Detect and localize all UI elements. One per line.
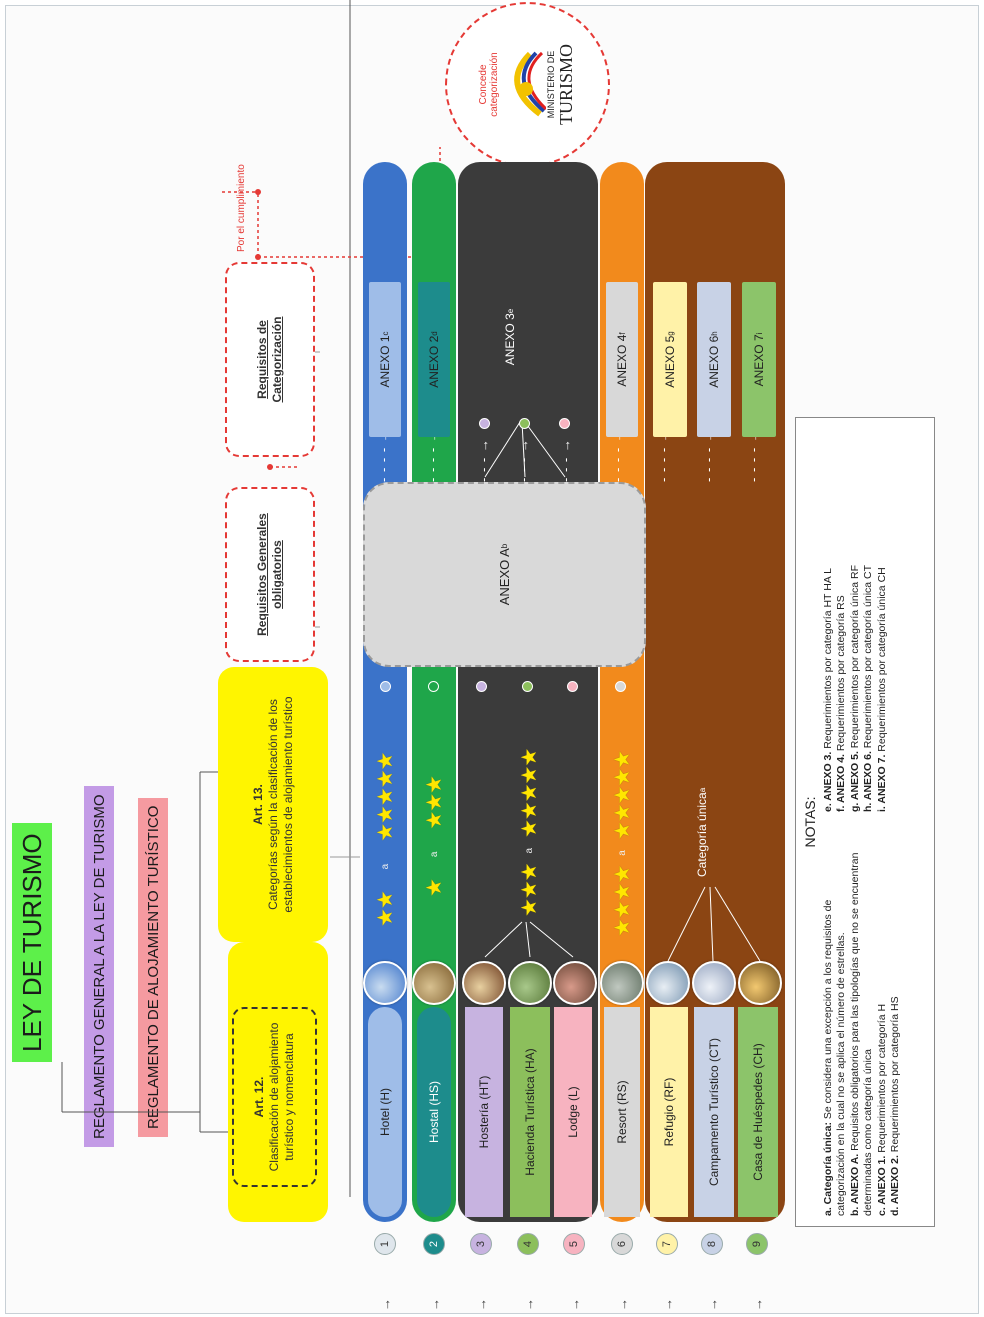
note-text: Requerimientos por categoría RS — [835, 595, 847, 755]
ministry-logo-icon — [514, 52, 546, 117]
note-text: Requerimientos por categoría H — [875, 1003, 888, 1156]
notes-title: NOTAS: — [802, 796, 818, 848]
note-item: e. ANEXO 3. Requerimientos por categoría… — [822, 428, 836, 812]
anexo-sup: f — [617, 332, 627, 335]
note-key: e. ANEXO 3. — [821, 751, 834, 812]
notes-column-left: a. Categoría única: Se considera una exc… — [822, 832, 903, 1216]
anexo-label: ANEXO 5 — [663, 335, 677, 388]
note-item: h. ANEXO 6. Requerimientos por categoría… — [862, 428, 876, 812]
note-text: Requerimientos por categoría HT HA L — [821, 568, 834, 752]
anexo-sup: d — [429, 331, 439, 336]
status-dot — [615, 681, 626, 692]
note-text: Requerimientos por categoría única CT — [862, 564, 874, 752]
note-key: b. ANEXO A. — [848, 1153, 861, 1216]
status-dot — [428, 681, 439, 692]
note-key: a. Categoría única: — [821, 1122, 834, 1216]
note-item: i. ANEXO 7. Requerimientos por categoría… — [876, 428, 890, 812]
anexo-sup: e — [505, 308, 515, 314]
anexo-label: ANEXO 7 — [752, 334, 766, 387]
note-key: c. ANEXO 1. — [875, 1155, 888, 1216]
note-key: g. ANEXO 5. — [848, 751, 861, 812]
anexo-a-sup: b — [500, 543, 509, 549]
anexo-label: ANEXO 4 — [615, 334, 629, 387]
note-item: a. Categoría única: Se considera una exc… — [822, 832, 849, 1216]
anexo-a-label: ANEXO A — [497, 548, 512, 606]
anexo-sup: h — [709, 331, 719, 336]
notes-box: NOTAS: a. Categoría única: Se considera … — [795, 417, 935, 1227]
branch-dot — [559, 418, 570, 429]
note-item: f. ANEXO 4. Requerimientos por categoría… — [835, 428, 849, 812]
arrow-right-icon: - - - → — [476, 438, 491, 482]
status-dot — [380, 681, 391, 692]
anexo-sup: g — [665, 331, 675, 336]
note-key: h. ANEXO 6. — [862, 751, 874, 812]
note-text: Requerimientos por categoría única CH — [875, 567, 888, 755]
anexo-label: ANEXO 6 — [707, 335, 721, 388]
status-dot — [476, 681, 487, 692]
note-item: g. ANEXO 5. Requerimientos por categoría… — [849, 428, 863, 812]
note-key: f. ANEXO 4. — [835, 754, 847, 812]
anexo-sup: c — [380, 331, 390, 336]
note-item: d. ANEXO 2. Requerimientos por categoría… — [889, 832, 903, 1216]
status-dot — [522, 681, 533, 692]
status-dot — [567, 681, 578, 692]
note-key: d. ANEXO 2. — [889, 1155, 901, 1216]
notes-column-right: e. ANEXO 3. Requerimientos por categoría… — [822, 428, 903, 812]
branch-dot — [479, 418, 490, 429]
note-item: b. ANEXO A. Requisitos obligatorios para… — [849, 832, 876, 1216]
arrow-right-icon: - - - → — [558, 438, 573, 482]
arrow-right-icon: - - - → — [516, 438, 531, 482]
note-item: c. ANEXO 1. Requerimientos por categoría… — [876, 832, 890, 1216]
anexo-label: ANEXO 3 — [503, 313, 517, 366]
note-text: Requerimientos por categoría única RF — [848, 564, 861, 752]
note-key: i. ANEXO 7. — [875, 754, 888, 812]
branch-dot — [519, 418, 530, 429]
ministerio-seal: Concede categorización MINISTERIO DE TUR… — [445, 2, 610, 167]
anexo-label: ANEXO 1 — [378, 335, 392, 388]
anexo-label: ANEXO 2 — [427, 335, 441, 388]
anexo-sup: i — [754, 332, 764, 335]
note-text: Requerimientos por categoría HS — [889, 996, 901, 1156]
